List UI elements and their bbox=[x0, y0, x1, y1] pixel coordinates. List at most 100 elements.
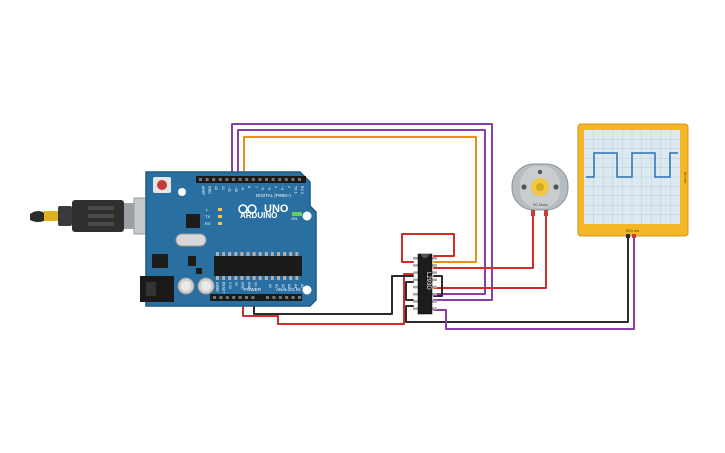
scope-terminal-neg[interactable] bbox=[626, 234, 630, 238]
chip-pin[interactable] bbox=[432, 257, 437, 260]
digital-header[interactable] bbox=[196, 176, 306, 183]
digital-pin-label: ~11 bbox=[227, 186, 231, 192]
mcu-pin bbox=[277, 252, 280, 256]
digital-pin-hole[interactable] bbox=[284, 178, 288, 181]
scope-side-label: 50 mV bbox=[683, 172, 688, 184]
chip-pin[interactable] bbox=[432, 285, 437, 289]
mcu-pin bbox=[228, 276, 232, 280]
power-pin-label: 3.3V bbox=[228, 282, 232, 290]
digital-pin-hole[interactable] bbox=[199, 178, 202, 181]
digital-pin-hole[interactable] bbox=[245, 178, 249, 181]
power-pin-hole[interactable] bbox=[251, 296, 255, 299]
wire-orange-pin9[interactable] bbox=[243, 136, 477, 263]
wire-red-5v[interactable] bbox=[242, 273, 414, 325]
digital-pin-hole[interactable] bbox=[205, 178, 209, 181]
mcu-pin bbox=[264, 276, 268, 280]
chip-pin[interactable] bbox=[413, 293, 418, 296]
wire-purple-pin11[interactable] bbox=[231, 123, 493, 301]
power-jack[interactable] bbox=[140, 276, 174, 302]
mcu-pin bbox=[283, 252, 287, 256]
digital-pin-label: 13 bbox=[214, 186, 218, 190]
wire-black-scope[interactable] bbox=[405, 237, 629, 323]
l293d-chip[interactable]: L293D bbox=[413, 253, 437, 315]
digital-pin-hole[interactable] bbox=[232, 178, 235, 181]
arduino-board[interactable]: ARDUINO UNO DIGITAL (PWM~) POWER ANALOG … bbox=[140, 171, 317, 307]
power-pin-hole[interactable] bbox=[245, 296, 248, 299]
mcu-pin bbox=[246, 276, 250, 280]
mcu-pin bbox=[252, 252, 256, 256]
chip-pin[interactable] bbox=[432, 293, 437, 296]
oscilloscope[interactable]: 50 mV 500 ms bbox=[577, 123, 689, 238]
digital-pin-label: RX 0 bbox=[300, 186, 304, 194]
chip-pin[interactable] bbox=[432, 264, 437, 267]
wire-red-motor-1[interactable] bbox=[433, 215, 534, 269]
wires bbox=[231, 123, 635, 330]
mcu-pin bbox=[240, 276, 244, 280]
analog-in-label: ANALOG IN bbox=[276, 287, 301, 292]
power-pin-hole[interactable] bbox=[219, 296, 223, 299]
wire-red-motor-2[interactable] bbox=[433, 215, 547, 289]
mcu-pin bbox=[295, 252, 299, 256]
mcu-pin bbox=[283, 276, 287, 280]
power-pin-hole[interactable] bbox=[225, 296, 229, 299]
power-pin-hole[interactable] bbox=[232, 296, 236, 299]
power-pin-hole[interactable] bbox=[213, 296, 216, 299]
digital-pin-hole[interactable] bbox=[291, 178, 295, 181]
analog-pin-hole[interactable] bbox=[285, 296, 289, 299]
wire-black-chip-loop-2[interactable] bbox=[433, 275, 443, 297]
chip-pin[interactable] bbox=[413, 271, 418, 274]
scope-terminal-pos[interactable] bbox=[632, 234, 636, 238]
analog-pin-hole[interactable] bbox=[291, 296, 295, 299]
mcu-pin bbox=[289, 276, 293, 280]
digital-pin-hole[interactable] bbox=[271, 178, 275, 181]
digital-pin-hole[interactable] bbox=[218, 178, 222, 181]
digital-pin-hole[interactable] bbox=[251, 178, 255, 181]
wire-red-chip-loop[interactable] bbox=[401, 233, 455, 263]
power-pin-label: GND bbox=[247, 282, 251, 290]
motor-terminal-2[interactable] bbox=[544, 210, 548, 216]
chip-pin[interactable] bbox=[413, 257, 418, 260]
analog-pin-hole[interactable] bbox=[298, 296, 301, 299]
chip-pin[interactable] bbox=[413, 264, 418, 267]
chip-pin[interactable] bbox=[432, 278, 437, 282]
dc-motor[interactable]: DC Motor bbox=[511, 163, 569, 216]
analog-pin-hole[interactable] bbox=[272, 296, 276, 299]
power-pin-hole[interactable] bbox=[238, 296, 242, 299]
chip-pin[interactable] bbox=[413, 278, 418, 282]
mcu-pin bbox=[234, 252, 238, 256]
digital-pin-hole[interactable] bbox=[278, 178, 282, 181]
chip-pin[interactable] bbox=[432, 307, 437, 310]
mcu-pin bbox=[295, 276, 299, 280]
digital-pin-hole[interactable] bbox=[225, 178, 229, 181]
wire-black-gnd[interactable] bbox=[253, 275, 414, 315]
power-pin-label: GND bbox=[241, 282, 245, 290]
mcu-pin bbox=[234, 276, 238, 280]
analog-pin-hole[interactable] bbox=[266, 296, 269, 299]
wire-black-chip-loop-1[interactable] bbox=[405, 281, 414, 301]
digital-pin-hole[interactable] bbox=[258, 178, 262, 181]
digital-pin-hole[interactable] bbox=[298, 178, 301, 181]
digital-pin-label: GND bbox=[208, 186, 212, 194]
motor-terminal-1[interactable] bbox=[531, 210, 535, 216]
arduino-model-label: UNO bbox=[264, 203, 289, 215]
analog-pin-label: A5 bbox=[300, 284, 304, 288]
analog-pin-hole[interactable] bbox=[278, 296, 282, 299]
mcu-pin bbox=[228, 252, 232, 256]
chip-pin[interactable] bbox=[413, 285, 418, 289]
digital-pin-hole[interactable] bbox=[212, 178, 216, 181]
digital-pin-hole[interactable] bbox=[265, 178, 268, 181]
power-analog-header[interactable] bbox=[210, 294, 302, 301]
analog-pin-label: A3 bbox=[287, 284, 291, 288]
analog-pin-label: A2 bbox=[281, 284, 285, 288]
chip-pin[interactable] bbox=[413, 300, 418, 303]
l-led-label: L bbox=[206, 207, 209, 212]
mcu-pin bbox=[216, 276, 219, 280]
chip-pin[interactable] bbox=[432, 300, 437, 303]
wire-purple-scope[interactable] bbox=[433, 237, 635, 330]
analog-pin-label: A1 bbox=[274, 284, 278, 288]
digital-pin-hole[interactable] bbox=[238, 178, 242, 181]
chip-pin[interactable] bbox=[432, 271, 437, 274]
wire-purple-pin10[interactable] bbox=[237, 129, 486, 295]
chip-pin[interactable] bbox=[413, 307, 418, 310]
